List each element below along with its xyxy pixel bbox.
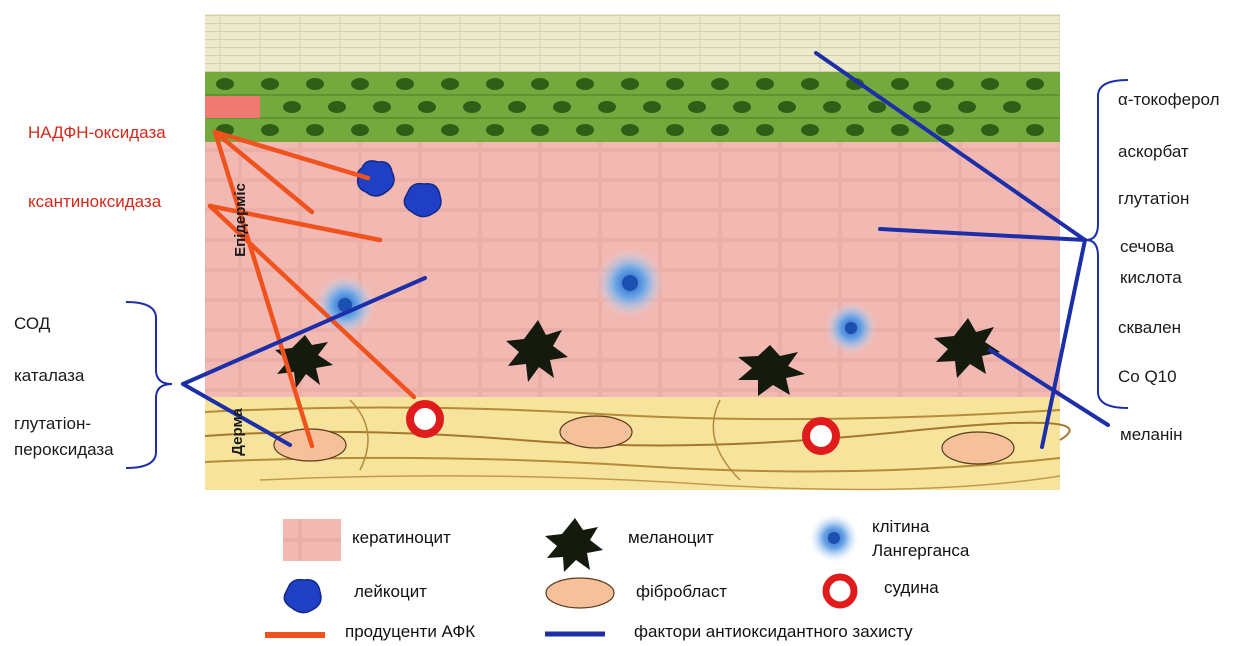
vessel <box>806 421 836 451</box>
basal-cell-nucleus <box>1026 78 1044 90</box>
fibroblast <box>942 432 1014 464</box>
basal-cell-nucleus <box>688 101 706 113</box>
right-antioxidant-squalene: сквален <box>1118 318 1181 338</box>
basal-cell-nucleus <box>756 78 774 90</box>
basal-cell-nucleus <box>801 78 819 90</box>
basal-cell-nucleus <box>576 78 594 90</box>
basal-cell-nucleus <box>756 124 774 136</box>
basal-cell-nucleus <box>531 78 549 90</box>
legend-ros-producers-label: продуценти АФК <box>345 622 475 642</box>
basal-cell-nucleus <box>891 78 909 90</box>
basal-cell-nucleus <box>553 101 571 113</box>
basal-cell-nucleus <box>508 101 526 113</box>
left-antioxidant-peroxidase: пероксидаза <box>14 440 114 460</box>
basal-cell-nucleus <box>216 78 234 90</box>
basal-cell-nucleus <box>981 78 999 90</box>
left-antioxidant-catalase: каталаза <box>14 366 84 386</box>
basal-cell-nucleus <box>936 124 954 136</box>
basal-cell-nucleus <box>891 124 909 136</box>
pink-marker <box>205 96 260 118</box>
basal-cell-nucleus <box>711 78 729 90</box>
legend-langerhans-label-2: Лангерганса <box>872 541 969 561</box>
basal-cell-nucleus <box>598 101 616 113</box>
basal-cell-nucleus <box>531 124 549 136</box>
legend-langerhans-label-1: клітина <box>872 517 929 537</box>
producer-nadph-oxidase: НАДФН-оксидаза <box>28 123 166 143</box>
right-antioxidant-glutathione: глутатіон <box>1118 189 1189 209</box>
basal-cell-nucleus <box>441 124 459 136</box>
legend-leukocyte-label: лейкоцит <box>354 582 427 602</box>
basal-cell-nucleus <box>778 101 796 113</box>
basal-cell-nucleus <box>1003 101 1021 113</box>
basal-cell-nucleus <box>306 124 324 136</box>
right-antioxidant-ascorbate: аскорбат <box>1118 142 1189 162</box>
basal-cell-nucleus <box>823 101 841 113</box>
basal-cell-nucleus <box>486 78 504 90</box>
dermis-label: Дерма <box>228 392 248 472</box>
basal-cell-nucleus <box>868 101 886 113</box>
legend-keratinocyte-swatch <box>283 519 341 561</box>
basal-cell-nucleus <box>913 101 931 113</box>
right-antioxidant-acid: кислота <box>1120 268 1182 288</box>
legend-keratinocyte-label: кератиноцит <box>352 528 451 548</box>
fibroblast <box>560 416 632 448</box>
basal-cell-nucleus <box>306 78 324 90</box>
basal-cell-nucleus <box>418 101 436 113</box>
basal-cell-nucleus <box>1026 124 1044 136</box>
legend-leukocyte-icon <box>284 580 321 613</box>
basal-cell-nucleus <box>396 124 414 136</box>
basal-cell-nucleus <box>283 101 301 113</box>
langerhans-cell <box>596 249 664 317</box>
left-antioxidant-glutathione: глутатіон- <box>14 414 91 434</box>
legend-melanocyte-icon <box>545 518 603 572</box>
basal-cell-nucleus <box>351 124 369 136</box>
basal-cell-nucleus <box>261 78 279 90</box>
basal-cell-nucleus <box>576 124 594 136</box>
basal-cell-nucleus <box>711 124 729 136</box>
langerhans-cell <box>825 302 877 354</box>
basal-cell-nucleus <box>733 101 751 113</box>
legend-fibroblast-icon <box>546 578 614 608</box>
vessel <box>410 404 440 434</box>
basal-cell-nucleus <box>351 78 369 90</box>
basal-cell-nucleus <box>958 101 976 113</box>
left-brace <box>126 302 172 468</box>
basal-cell-nucleus <box>666 78 684 90</box>
basal-cell-nucleus <box>261 124 279 136</box>
basal-cell-nucleus <box>441 78 459 90</box>
legend-melanocyte-label: меланоцит <box>628 528 714 548</box>
stratum-corneum <box>205 14 1060 72</box>
left-antioxidant-sod: СОД <box>14 314 50 334</box>
basal-cell-nucleus <box>666 124 684 136</box>
basal-cell-nucleus <box>463 101 481 113</box>
basal-cell-nucleus <box>396 78 414 90</box>
right-antioxidant-uric: сечова <box>1120 237 1174 257</box>
basal-cell-nucleus <box>486 124 504 136</box>
producer-xanthine-oxidase: ксантиноксидаза <box>28 192 161 212</box>
basal-cell-nucleus <box>621 78 639 90</box>
legend-langerhans-icon <box>810 514 858 562</box>
legend-vessel-icon <box>826 577 854 605</box>
basal-cell-nucleus <box>936 78 954 90</box>
basal-cell-nucleus <box>643 101 661 113</box>
epidermis-label: Епідерміс <box>231 165 251 275</box>
basal-cell-nucleus <box>373 101 391 113</box>
basal-cell-nucleus <box>328 101 346 113</box>
basal-cell-nucleus <box>981 124 999 136</box>
melanin-label: меланін <box>1120 425 1183 445</box>
right-antioxidant-tocopherol: α-токоферол <box>1118 90 1220 110</box>
basal-cell-nucleus <box>621 124 639 136</box>
right-antioxidant-coq10: Co Q10 <box>1118 367 1177 387</box>
legend-antioxidant-label: фактори антиоксидантного захисту <box>634 622 913 642</box>
basal-cell-nucleus <box>801 124 819 136</box>
legend-vessel-label: судина <box>884 578 939 598</box>
legend-fibroblast-label: фібробласт <box>636 582 727 602</box>
basal-cell-nucleus <box>846 124 864 136</box>
